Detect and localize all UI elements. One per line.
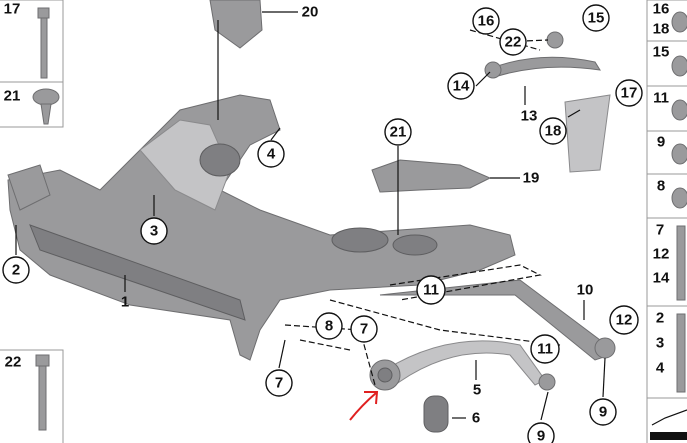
screw-icon xyxy=(32,88,60,125)
leader-lines xyxy=(15,11,606,421)
view-arrow-icon xyxy=(650,409,687,440)
panel-label: 2 xyxy=(656,310,664,327)
heat-shield-20 xyxy=(209,0,263,49)
callout-17: 17 xyxy=(621,85,638,102)
bolt-icon xyxy=(35,354,50,431)
callout-11: 11 xyxy=(537,341,553,358)
panel-box-22 xyxy=(0,349,64,443)
callout-10: 10 xyxy=(577,282,594,299)
callout-8: 8 xyxy=(325,318,333,335)
callout-5: 5 xyxy=(473,382,481,399)
callout-13: 13 xyxy=(521,108,538,125)
callout-3: 3 xyxy=(150,223,158,240)
panel-label: 7 xyxy=(656,222,664,239)
shield-19 xyxy=(371,159,492,193)
callout-20: 20 xyxy=(302,4,319,21)
panel-label: 11 xyxy=(653,90,669,107)
callout-22: 22 xyxy=(505,34,522,51)
callout-15: 15 xyxy=(588,10,605,27)
right-parts-panel: 16 18 15 11 9 8 7 12 14 2 3 4 xyxy=(646,0,687,443)
wishbone-5 xyxy=(369,340,556,391)
panel-label: 14 xyxy=(653,270,670,287)
red-arrow-annotation xyxy=(349,391,379,421)
callout-18: 18 xyxy=(545,123,562,140)
panel-label-21: 21 xyxy=(4,88,21,105)
tension-strut-10 xyxy=(379,279,616,361)
callout-9: 9 xyxy=(599,404,607,421)
callout-7: 7 xyxy=(275,375,283,392)
callout-6: 6 xyxy=(472,410,480,427)
panel-box-17 xyxy=(0,0,64,83)
callout-7: 7 xyxy=(360,321,368,338)
panel-label-22: 22 xyxy=(5,354,22,371)
callout-16: 16 xyxy=(478,13,495,30)
callout-19: 19 xyxy=(523,170,540,187)
panel-label: 4 xyxy=(656,360,665,377)
callout-2: 2 xyxy=(12,262,20,279)
panel-label: 9 xyxy=(657,134,665,151)
panel-label: 16 xyxy=(653,1,670,18)
guide-18 xyxy=(564,94,611,173)
panel-nuts xyxy=(671,11,687,393)
panel-label: 8 xyxy=(657,178,665,195)
panel-box-21 xyxy=(0,81,64,128)
bolt-icon xyxy=(37,7,50,79)
callout-9: 9 xyxy=(537,428,545,443)
callout-12: 12 xyxy=(616,312,633,329)
callout-4: 4 xyxy=(267,146,276,163)
panel-label: 15 xyxy=(653,44,670,61)
panel-label: 3 xyxy=(656,335,664,352)
left-parts-panel: 17 21 22 xyxy=(0,0,64,443)
panel-label: 18 xyxy=(653,21,670,38)
rubber-mount-6 xyxy=(423,395,449,433)
panel-label-17: 17 xyxy=(4,1,21,18)
callout-14: 14 xyxy=(453,78,470,95)
panel-label: 12 xyxy=(653,246,670,263)
callouts: 20 16 15 22 14 13 17 18 4 21 19 3 2 1 11… xyxy=(2,4,643,443)
front-axle-subframe xyxy=(7,94,516,361)
callout-1: 1 xyxy=(121,294,129,311)
upper-control-arm-13 xyxy=(484,31,601,79)
callout-21: 21 xyxy=(390,124,407,141)
callout-11: 11 xyxy=(423,282,439,299)
